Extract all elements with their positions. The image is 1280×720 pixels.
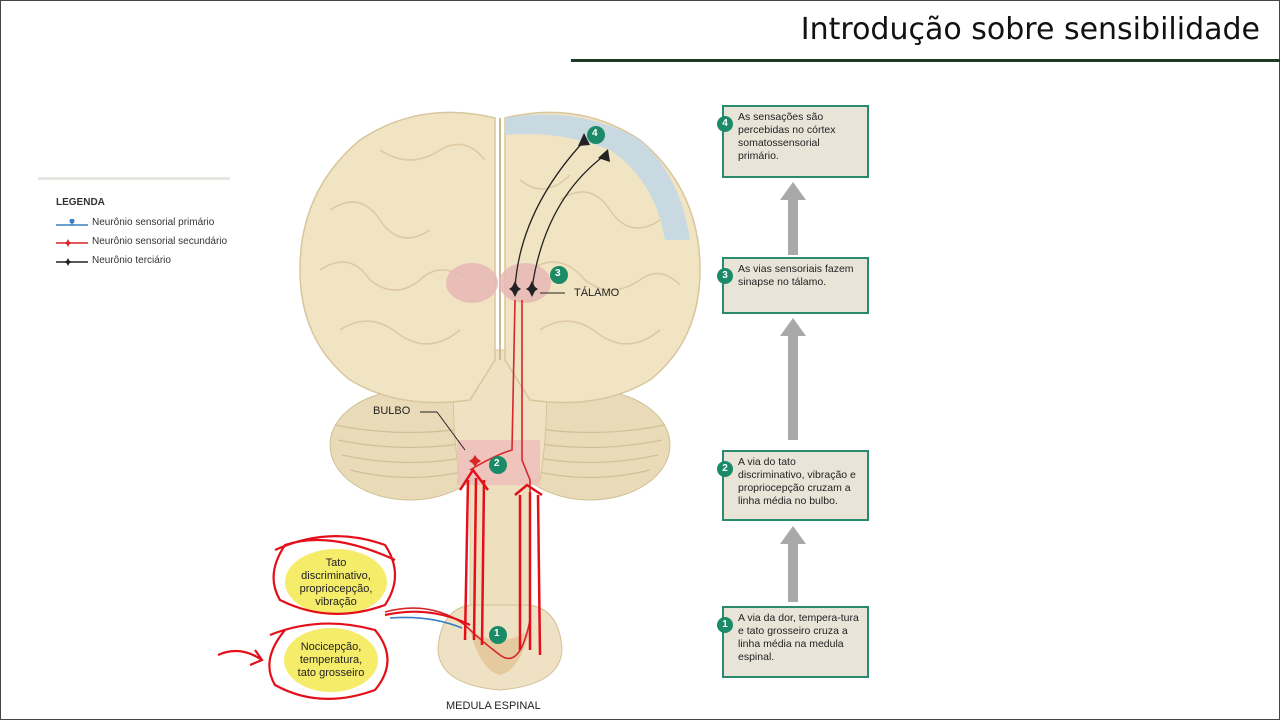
legend-label: Neurônio sensorial primário: [92, 217, 215, 228]
talamo-label: TÁLAMO: [574, 287, 620, 299]
noci-line: temperatura,: [299, 654, 363, 666]
tato-line: Tato: [325, 557, 347, 569]
primary-neuron-icon: [56, 219, 88, 226]
tertiary-neuron-path-b: [531, 154, 606, 289]
bulbo-synapse: [469, 455, 481, 467]
step-box-3: 3 As vias sensoriais fazem sinapse no tá…: [717, 257, 869, 314]
legend-label: Neurônio terciário: [92, 255, 171, 266]
noci-ellipse: [284, 628, 378, 692]
marker-2-label: 2: [494, 458, 500, 469]
tertiary-neuron-icon: [56, 258, 88, 266]
primary-neuron-path: [389, 616, 463, 629]
secondary-neuron-path-b: [469, 299, 516, 471]
noci-line: tato grosseiro: [297, 667, 365, 679]
left-hemisphere: [299, 111, 496, 404]
tato-note: Tato discriminativo, propriocepção, vibr…: [290, 557, 382, 609]
bulbo-pointer-diag: [436, 411, 466, 451]
legend-label: Neurônio sensorial secundário: [92, 236, 228, 247]
thalamus-synapses: [509, 281, 538, 297]
tato-line: vibração: [315, 596, 357, 608]
medula-label: MEDULA ESPINAL: [446, 700, 541, 712]
secondary-neuron-path-a: [384, 300, 531, 660]
step-text: As sensações são percebidas no córtex so…: [738, 111, 836, 162]
step-number: 1: [717, 617, 733, 633]
step-box-1: 1 A via da dor, tempera-tura e tato gros…: [717, 606, 869, 678]
marker-1-label: 1: [494, 628, 500, 639]
step-box-4: 4 As sensações são percebidas no córtex …: [717, 105, 869, 178]
legend: LEGENDA Neurônio sensorial primário Neur…: [38, 177, 230, 272]
tato-ellipse: [285, 549, 387, 615]
gyri: [319, 143, 681, 345]
marker-3: [550, 266, 568, 284]
marker-2: [489, 456, 507, 474]
legend-title: LEGENDA: [56, 197, 105, 208]
marker-4-label: 4: [592, 128, 598, 139]
arrowhead-b: [598, 149, 610, 162]
arrowhead-a: [578, 133, 590, 146]
somatosensory-cortex: [505, 114, 690, 240]
step-text: As vias sensoriais fazem sinapse no tála…: [738, 263, 854, 288]
tertiary-neuron-path-a: [514, 139, 586, 289]
marker-1: [489, 626, 507, 644]
step-number: 2: [717, 461, 733, 477]
thalamus-left: [446, 263, 498, 303]
tato-line: propriocepção,: [299, 583, 373, 595]
step-arrows: [780, 182, 806, 602]
step-number: 3: [717, 268, 733, 284]
marker-3-label: 3: [555, 268, 561, 279]
step-number: 4: [717, 116, 733, 132]
annotation-scribbles: [217, 535, 471, 700]
secondary-neuron-icon: [56, 239, 88, 247]
noci-line: Nocicepção,: [300, 641, 362, 653]
gray-matter: [470, 630, 530, 675]
hand-drawn-arrows: [458, 467, 543, 656]
page-title: Introdução sobre sensibilidade: [800, 12, 1260, 47]
step-text: A via da dor, tempera-tura e tato grosse…: [738, 612, 859, 663]
tato-line: discriminativo,: [301, 570, 371, 582]
marker-4: [587, 126, 605, 144]
title-underline: [571, 59, 1280, 62]
bulbo-label: BULBO: [373, 405, 411, 417]
thalamus-right: [499, 263, 551, 303]
step-box-2: 2 A via do tato discriminativo, vibração…: [717, 450, 869, 521]
step-text: A via do tato discriminativo, vibração e…: [738, 456, 856, 507]
noci-note: Nocicepção, temperatura, tato grosseiro: [284, 641, 378, 680]
